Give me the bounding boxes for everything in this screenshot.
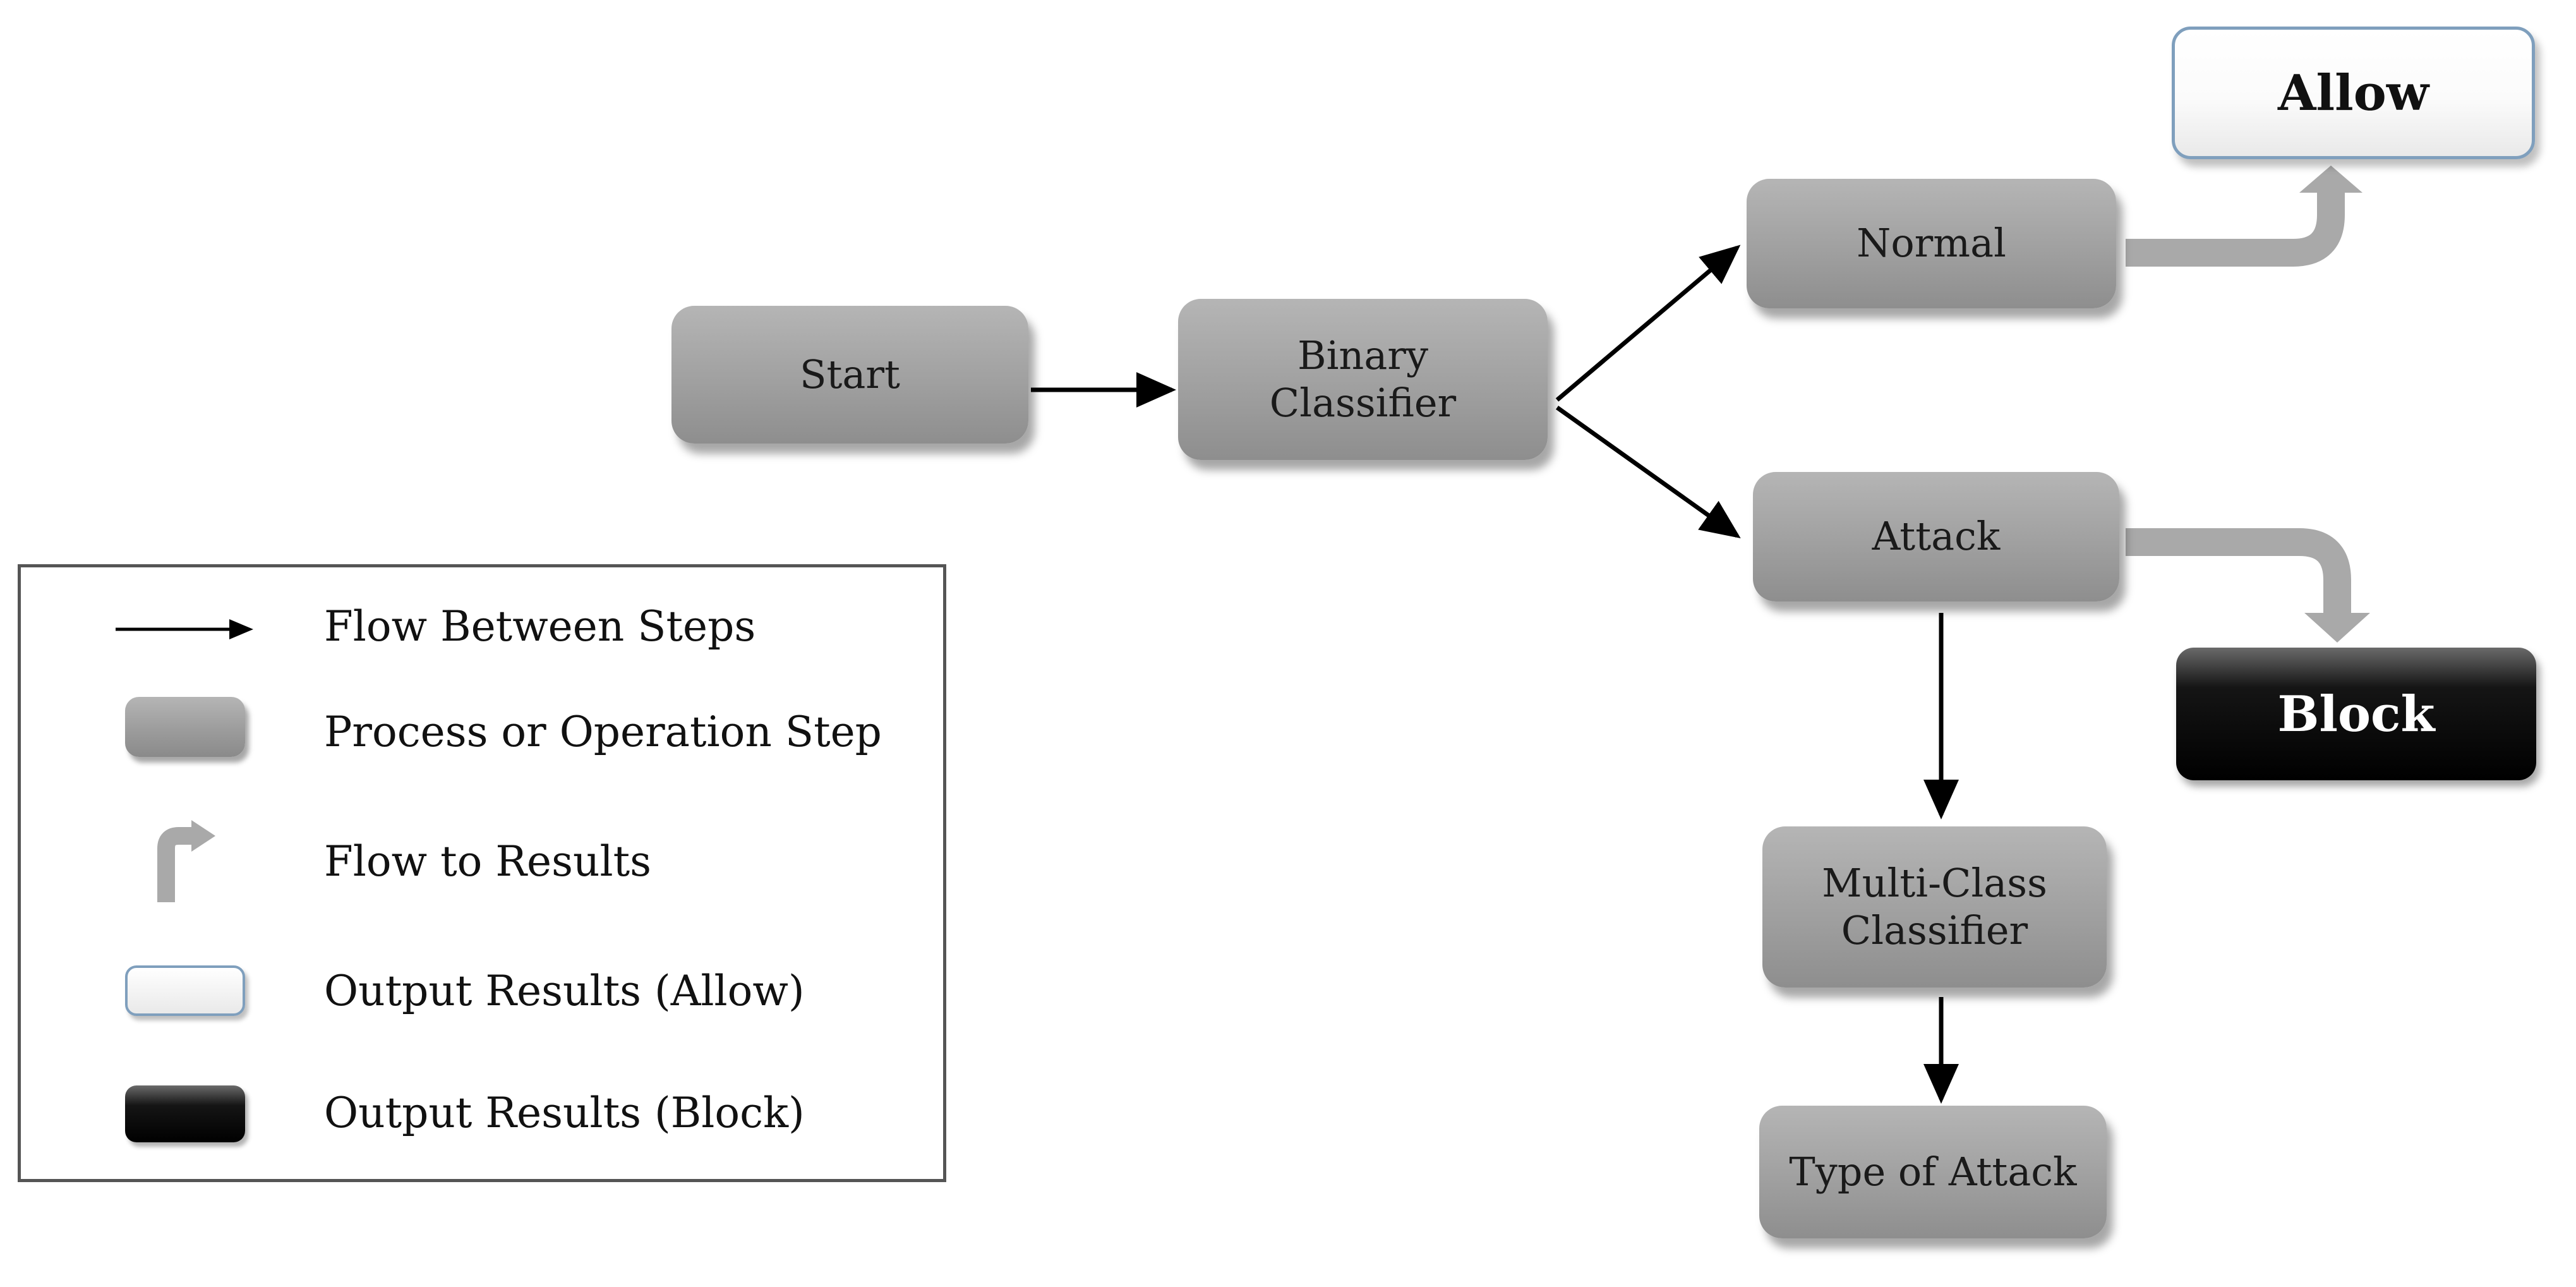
binary-classifier-label: Binary Classifier: [1269, 332, 1457, 426]
legend-block-swatch: [125, 1085, 245, 1142]
legend-label-output-allow: Output Results (Allow): [324, 967, 805, 1015]
binary-classifier-node: Binary Classifier: [1178, 299, 1548, 460]
block-output: Block: [2176, 648, 2536, 780]
normal-node: Normal: [1747, 179, 2116, 308]
legend-result-arrow-icon: [157, 820, 215, 902]
allow-label: Allow: [2278, 64, 2429, 122]
legend-arrow-icon: [116, 619, 253, 639]
result-arrow-attack-to-block: [2126, 528, 2370, 643]
start-label: Start: [800, 351, 900, 397]
arrow-binary-to-normal: [1555, 245, 1741, 402]
legend-label-output-block: Output Results (Block): [324, 1089, 805, 1137]
attack-node: Attack: [1753, 472, 2119, 601]
arrow-binary-to-attack: [1555, 406, 1741, 539]
allow-output: Allow: [2172, 27, 2535, 159]
normal-label: Normal: [1857, 220, 2006, 267]
attack-label: Attack: [1872, 513, 2001, 560]
legend-label-flow-to-results: Flow to Results: [324, 837, 651, 886]
type-of-attack-label: Type of Attack: [1789, 1148, 2077, 1195]
multi-class-classifier-label: Multi-Class Classifier: [1822, 860, 2047, 953]
legend-box: Flow Between Steps Process or Operation …: [18, 564, 946, 1182]
multi-class-classifier-node: Multi-Class Classifier: [1762, 826, 2107, 988]
start-node: Start: [671, 306, 1028, 444]
legend-label-process-step: Process or Operation Step: [324, 708, 882, 756]
legend-process-swatch: [125, 697, 245, 757]
result-arrow-normal-to-allow: [2126, 166, 2362, 267]
legend-allow-swatch: [125, 965, 245, 1016]
legend-label-flow-between-steps: Flow Between Steps: [324, 602, 756, 651]
block-label: Block: [2277, 685, 2435, 743]
type-of-attack-node: Type of Attack: [1759, 1106, 2107, 1238]
